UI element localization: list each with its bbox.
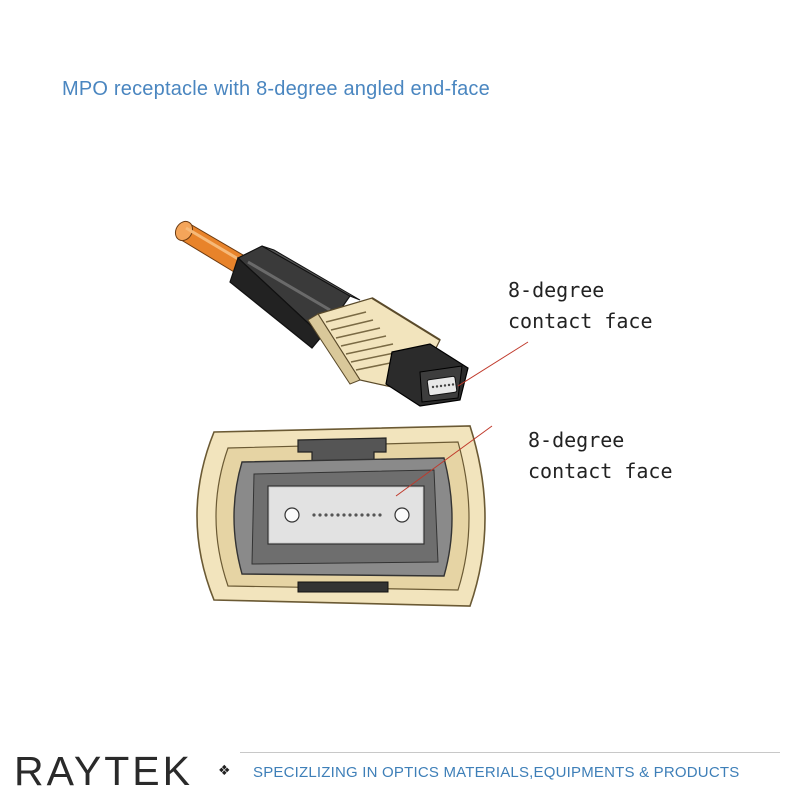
callout-label-bottom: 8-degree contact face bbox=[528, 425, 673, 487]
figure-title: MPO receptacle with 8-degree angled end-… bbox=[62, 78, 490, 100]
footer-divider bbox=[240, 752, 780, 753]
mpo-receptacle bbox=[196, 425, 493, 607]
footer-tagline: SPECIZLIZING IN OPTICS MATERIALS,EQUIPME… bbox=[253, 764, 740, 781]
callout-pointer-bottom bbox=[395, 425, 493, 497]
raytek-logo: RAYTEK bbox=[14, 748, 193, 794]
logo-diamond-icon: ❖ bbox=[218, 763, 231, 779]
callout-pointer-top bbox=[457, 341, 529, 387]
guide-hole-left bbox=[284, 507, 300, 523]
mpo-connector-plug bbox=[174, 220, 529, 407]
fiber-array bbox=[312, 513, 382, 517]
guide-hole-right bbox=[394, 507, 410, 523]
callout-label-top: 8-degree contact face bbox=[508, 275, 653, 337]
mpo-diagram bbox=[174, 220, 529, 607]
callout-bottom-line1: 8-degree bbox=[528, 428, 625, 452]
callout-top-line1: 8-degree bbox=[508, 278, 605, 302]
callout-top-line2: contact face bbox=[508, 309, 653, 333]
connector-ferrule bbox=[385, 343, 469, 407]
callout-bottom-line2: contact face bbox=[528, 459, 673, 483]
